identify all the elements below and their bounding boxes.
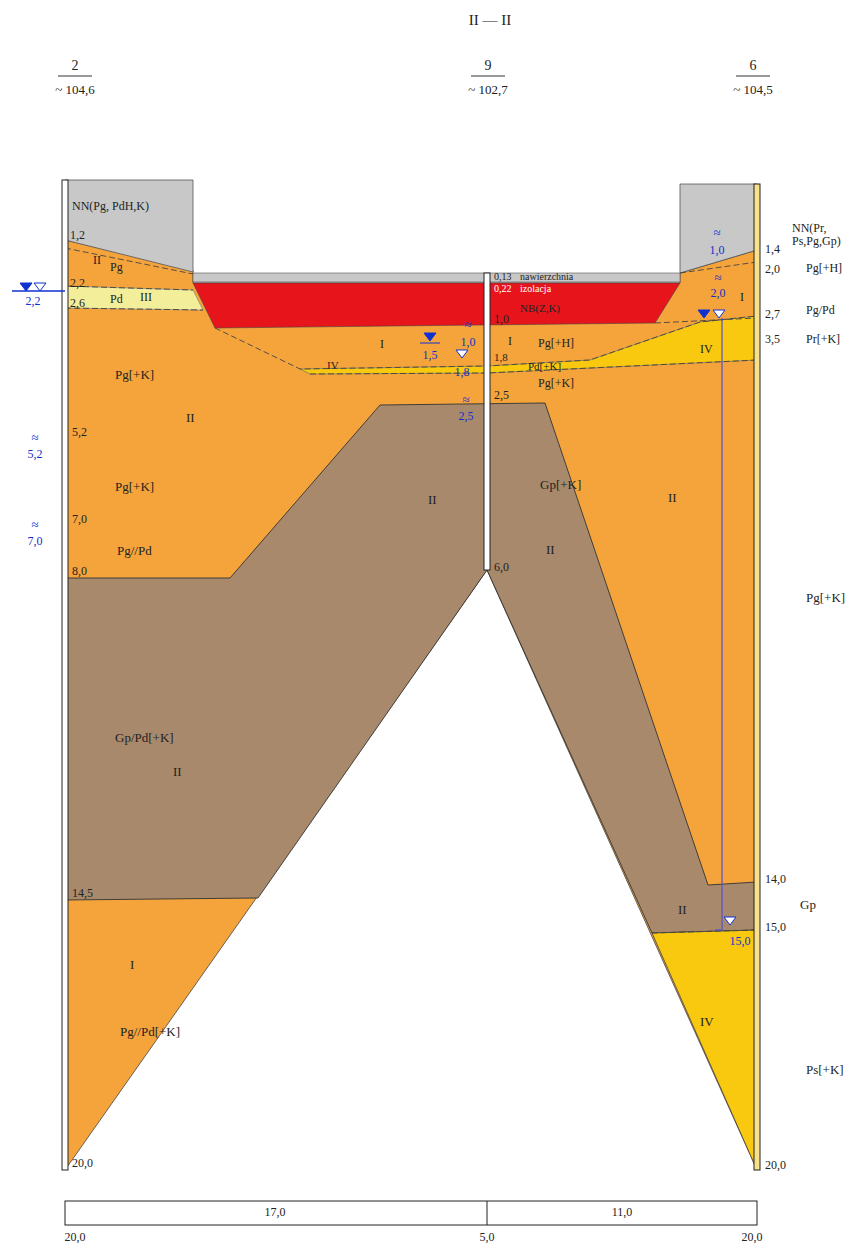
section-label: 2,5: [494, 389, 509, 402]
water-level: 15,0: [730, 935, 751, 948]
section-label: Pd[+K]: [528, 360, 561, 372]
section-label: I: [130, 958, 134, 972]
section-label: Pg[+K]: [806, 591, 845, 605]
section-label: I: [740, 291, 744, 304]
section-label: Pg[+H]: [806, 262, 842, 275]
section-label: 1,0: [494, 313, 509, 326]
water-level: 1,0: [710, 244, 725, 257]
section-label: 5,0: [480, 1231, 495, 1244]
section-label: NB(Z,K): [520, 302, 560, 314]
section-label: 1,8: [494, 351, 508, 363]
section-label: Gp/Pd[+K]: [115, 731, 174, 745]
section-label: 6: [750, 58, 757, 73]
water-level: ≈: [713, 226, 720, 240]
section-label: NN(Pg, PdH,K): [72, 200, 184, 213]
water-level: 2,0: [711, 287, 726, 300]
section-label: I: [380, 338, 384, 351]
section-label: 14,5: [72, 887, 93, 900]
section-label: Pg[+K]: [115, 480, 154, 494]
section-label: II: [428, 493, 437, 507]
section-label: II: [678, 903, 687, 917]
section-label: 5,2: [72, 426, 87, 439]
section-label: ~ 102,7: [468, 83, 508, 97]
section-label: IV: [327, 359, 339, 371]
water-level: 2,2: [26, 295, 41, 308]
water-level: 1,8: [455, 366, 470, 379]
section-title: II — II: [469, 12, 511, 29]
section-label: 14,0: [765, 873, 786, 886]
section-label: 15,0: [765, 921, 786, 934]
section-label: II: [546, 543, 555, 557]
section-label: ~ 104,5: [733, 83, 773, 97]
section-label: II: [93, 254, 101, 267]
section-label: I: [508, 335, 512, 348]
section-label: 20,0: [765, 1159, 786, 1172]
water-level: 2,5: [459, 410, 474, 423]
section-label: 7,0: [72, 513, 87, 526]
section-label: 1,4: [765, 243, 780, 256]
section-label: 2,7: [765, 308, 780, 321]
section-label: Pg//Pd[+K]: [120, 1025, 180, 1039]
section-label: 1,2: [70, 229, 85, 242]
section-label: nawierzchnia: [520, 271, 573, 282]
section-label: 9: [485, 58, 492, 73]
water-level: ≈: [464, 318, 471, 332]
section-label: 20,0: [65, 1231, 86, 1244]
section-label: Pr[+K]: [806, 333, 840, 346]
water-level: 7,0: [28, 535, 43, 548]
section-label: 20,0: [72, 1157, 93, 1170]
section-label: 17,0: [265, 1206, 286, 1219]
section-label: 3,5: [765, 333, 780, 346]
section-label: 0,13: [494, 271, 512, 282]
water-level: ≈: [714, 271, 721, 285]
section-label: 20,0: [742, 1231, 763, 1244]
section-label: 2,0: [765, 263, 780, 276]
section-label: Pg[+K]: [538, 377, 574, 390]
section-label: II: [173, 765, 182, 779]
section-label: Ps[+K]: [806, 1063, 844, 1077]
water-level: 1,0: [461, 336, 476, 349]
section-label: 8,0: [72, 565, 87, 578]
section-label: 2: [72, 58, 79, 73]
section-label: NN(Pr, Ps,Pg,Gp): [792, 222, 846, 248]
water-level: 1,5: [423, 349, 438, 362]
section-label: ~ 104,6: [55, 83, 95, 97]
section-label: 11,0: [612, 1206, 633, 1219]
section-label: IV: [700, 343, 713, 356]
section-label: 2,2: [70, 277, 85, 290]
water-level: ≈: [31, 431, 38, 445]
section-label: Pg[+K]: [115, 368, 154, 382]
section-label: Gp[+K]: [540, 478, 581, 492]
section-label: Pg: [110, 261, 123, 274]
section-label: Pg/Pd: [806, 304, 835, 317]
water-level: ≈: [462, 393, 469, 407]
water-level: 5,2: [28, 448, 43, 461]
section-label: Pg[+H]: [538, 337, 574, 350]
water-level: ≈: [31, 518, 38, 532]
section-label: 6,0: [494, 561, 509, 574]
section-label: IV: [700, 1015, 714, 1029]
section-label: Pd: [110, 293, 123, 306]
section-label: izolacja: [520, 283, 551, 294]
section-label: II: [668, 491, 677, 505]
section-label: II: [186, 411, 195, 425]
section-label: Gp: [800, 898, 816, 912]
section-label: 0,22: [494, 283, 512, 294]
section-label: 2,6: [70, 297, 85, 310]
section-label: Pg//Pd: [117, 544, 152, 558]
section-label: III: [140, 291, 152, 304]
